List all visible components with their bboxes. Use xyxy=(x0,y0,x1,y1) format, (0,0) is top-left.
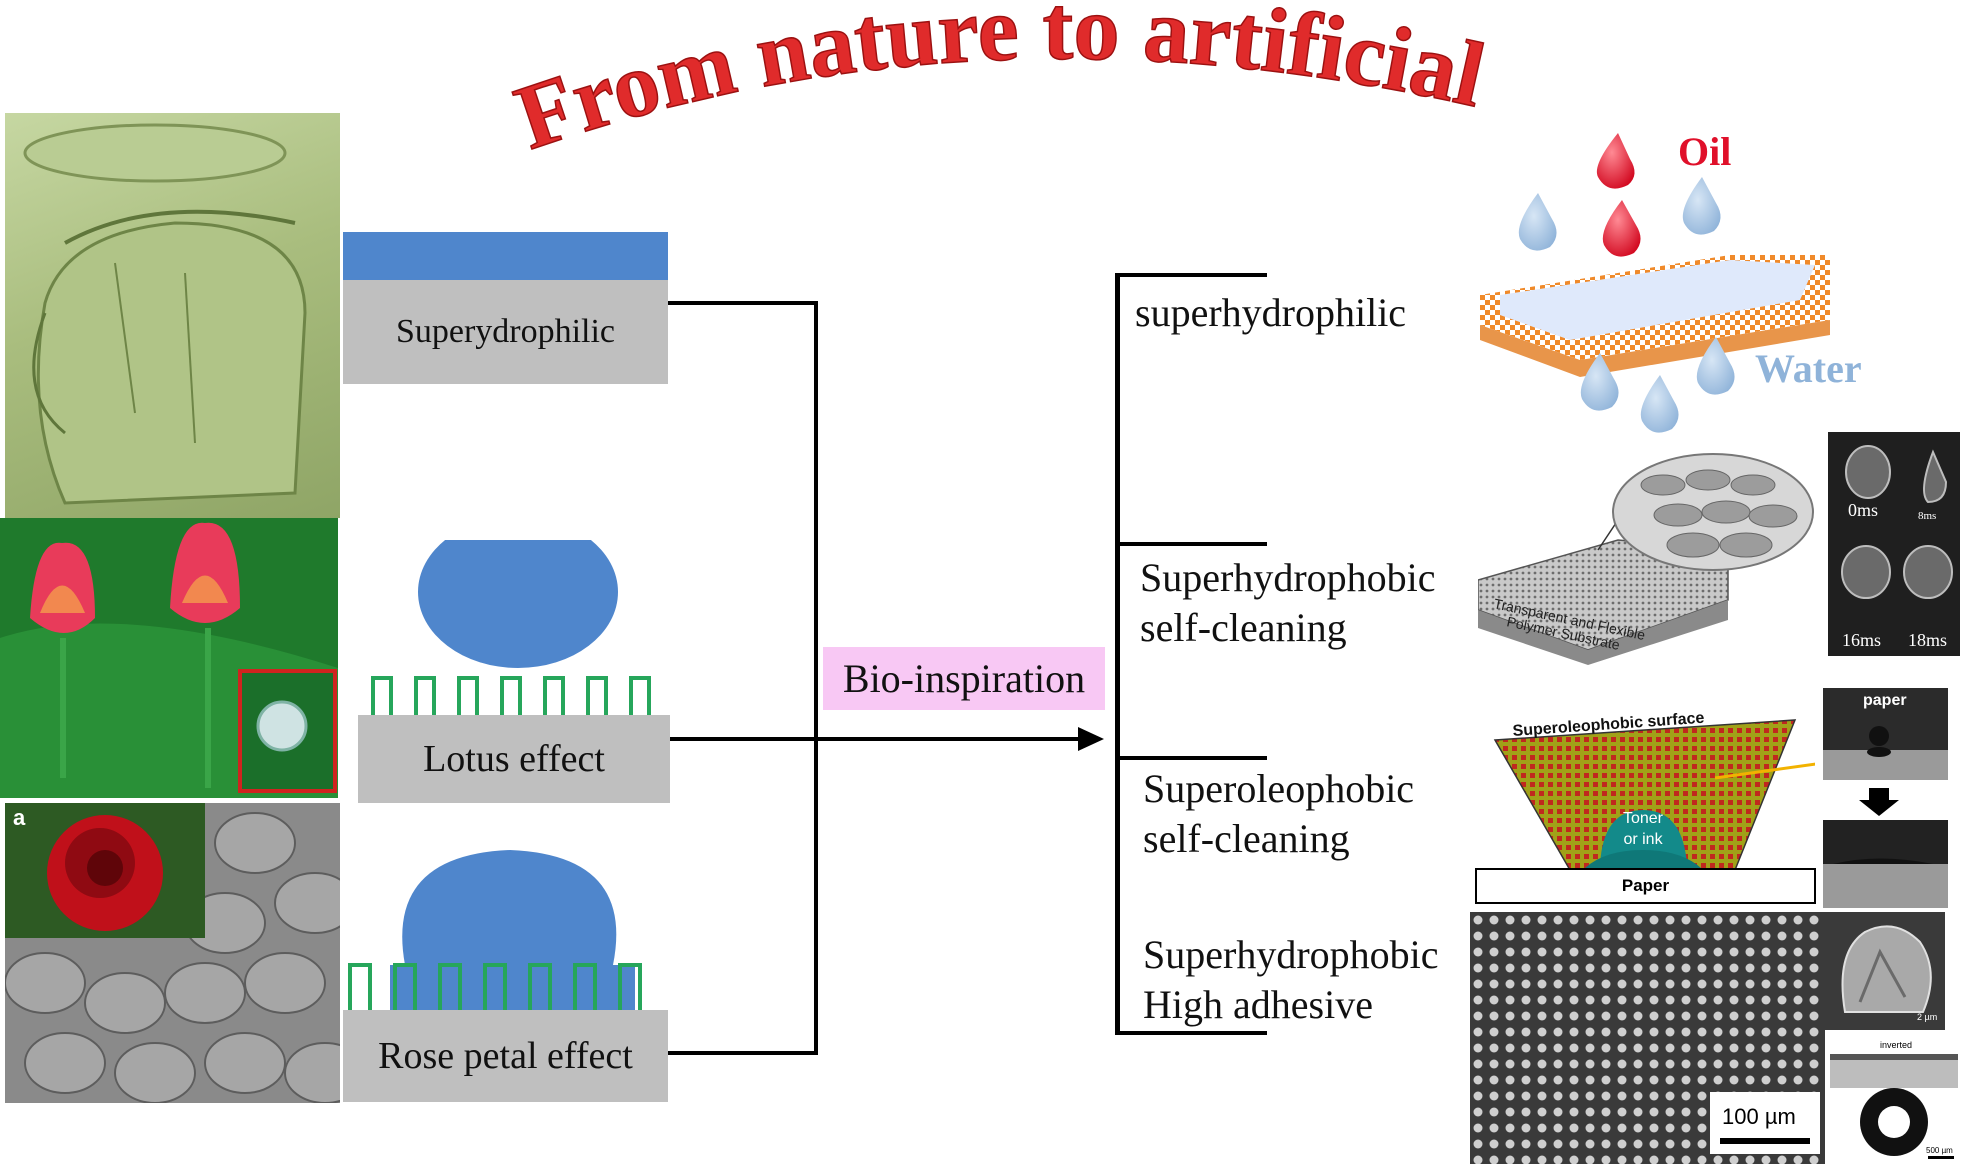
property-superhydrophilic: superhydrophilic xyxy=(1135,290,1407,335)
lotus-droplet xyxy=(418,540,618,668)
scale-2um: 2 µm xyxy=(1917,1012,1938,1022)
paper-box-label: Paper xyxy=(1621,876,1670,895)
time-8ms: 8ms xyxy=(1918,510,1937,522)
oil-label: Oil xyxy=(1678,129,1732,174)
water-drop-3 xyxy=(1696,337,1735,395)
rose-droplet xyxy=(402,850,617,965)
oil-water-membrane-figure xyxy=(1480,133,1830,433)
pillar-substrate-figure: Transparent and Flexible Polymer Substra… xyxy=(1478,453,1814,665)
paper-droplet-sequence: paper xyxy=(1823,688,1948,908)
property-superoleophobic-self-cleaning: Superoleophobic self-cleaning xyxy=(1143,766,1415,861)
wire-prop-3 xyxy=(1115,756,1267,760)
water-drop-2 xyxy=(1682,177,1721,235)
time-18ms: 18ms xyxy=(1908,630,1948,650)
superhydrophilic-label: Superydrophilic xyxy=(395,313,616,350)
inverted-droplet-image: inverted 500 µm xyxy=(1830,1034,1958,1164)
tulip-flowers-photo xyxy=(0,518,338,798)
superhydrophilic-blue-layer xyxy=(343,232,668,280)
property-superhydrophobic-high-adhesive: Superhydrophobic High adhesive xyxy=(1143,932,1439,1027)
paper-box: Paper xyxy=(1475,868,1816,904)
wire-mid xyxy=(670,737,818,741)
main-title: From nature to artificial xyxy=(503,0,1494,150)
sem-single-pillar: 2 µm xyxy=(1825,912,1945,1030)
superhydrophilic-substrate: Superydrophilic xyxy=(343,280,668,384)
time-16ms: 16ms xyxy=(1842,630,1882,650)
rose-petal-schematic xyxy=(348,850,670,1010)
wire-prop-2 xyxy=(1115,542,1267,546)
oil-drop-mid xyxy=(1602,200,1641,257)
property-superhydrophobic-self-cleaning: Superhydrophobic self-cleaning xyxy=(1140,555,1436,650)
wire-prop-1 xyxy=(1115,273,1267,277)
rose-petal-photo: a xyxy=(5,803,340,1103)
paper-top-label: paper xyxy=(1863,692,1907,709)
rose-substrate: Rose petal effect xyxy=(343,1010,668,1102)
title-text: From nature to artificial xyxy=(503,0,1494,150)
wire-vertical-right xyxy=(1115,273,1120,1035)
water-drop-5 xyxy=(1640,375,1679,433)
lotus-label: Lotus effect xyxy=(423,738,605,780)
rose-panel-letter: a xyxy=(13,805,26,830)
lotus-schematic xyxy=(371,540,651,720)
wire-vertical-left xyxy=(814,301,818,1055)
toner-label-2: or ink xyxy=(1623,831,1663,848)
water-drop-4 xyxy=(1580,353,1619,411)
toner-label-1: Toner xyxy=(1623,810,1664,827)
wire-bottom xyxy=(668,1051,818,1055)
inverted-label: inverted xyxy=(1880,1040,1913,1050)
oil-drop-top xyxy=(1596,133,1635,189)
wire-top xyxy=(668,301,818,305)
sem-pillar-array: 100 µm xyxy=(1470,912,1825,1164)
wire-prop-4 xyxy=(1115,1031,1267,1035)
svg-text:From nature to artificial: From nature to artificial xyxy=(504,0,1494,150)
time-0ms: 0ms xyxy=(1848,500,1879,520)
droplet-time-sequence: 0ms 8ms 16ms 18ms xyxy=(1828,432,1960,656)
lotus-substrate: Lotus effect xyxy=(358,715,670,803)
scale-500um: 500 µm xyxy=(1926,1146,1953,1155)
water-drop-1 xyxy=(1518,193,1557,251)
water-label: Water xyxy=(1755,346,1862,391)
scale-100um: 100 µm xyxy=(1722,1104,1796,1129)
rose-label: Rose petal effect xyxy=(378,1035,633,1077)
arrow-right-icon xyxy=(816,727,1104,751)
bio-inspiration-label: Bio-inspiration xyxy=(823,647,1105,710)
superoleophobic-surface-figure: Superoleophobic surface Toner or ink xyxy=(1493,710,1815,871)
pitcher-plant-photo xyxy=(5,113,340,518)
